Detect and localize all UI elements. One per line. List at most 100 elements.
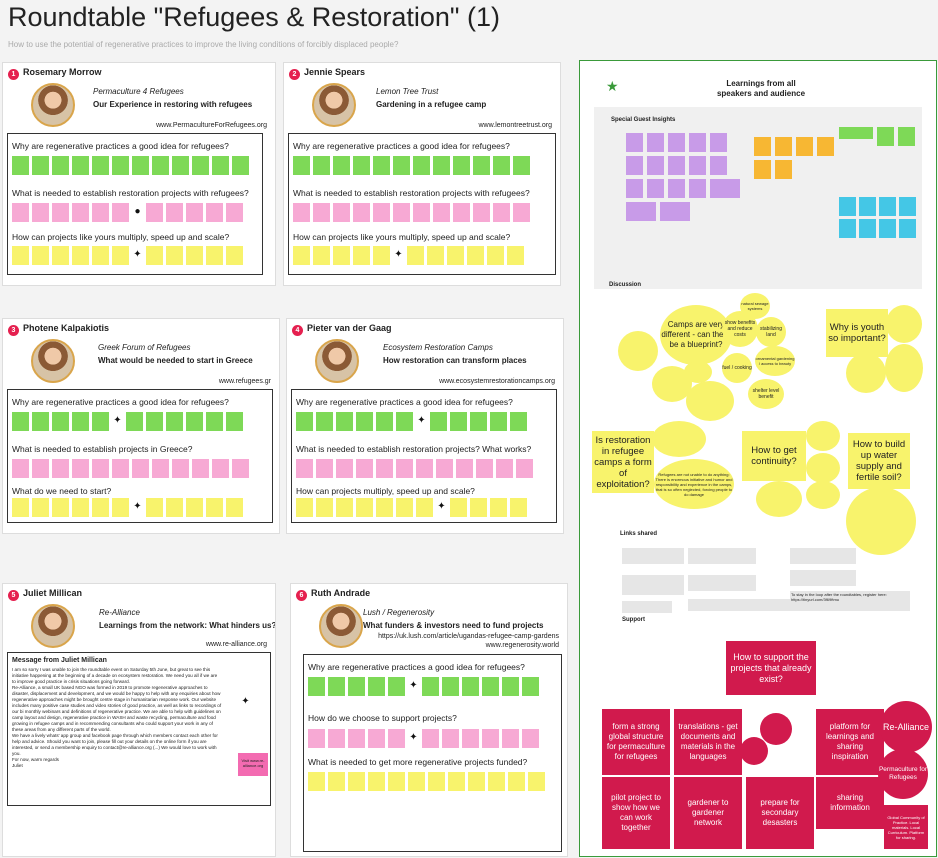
message-body: I am so sorry I was unable to join the r… (12, 667, 222, 768)
organization-name: Permaculture 4 Refugees (93, 87, 184, 96)
person-icon: ✦ (133, 501, 142, 512)
purple-notes-cluster (626, 133, 746, 221)
discussion-note-refugees-capable[interactable]: Refugees are not unable to do anything: … (654, 459, 734, 509)
question-2: What is needed to establish restoration … (296, 444, 532, 454)
org-website[interactable]: www.PermacultureForRefugees.org (156, 122, 267, 129)
message-title: Message from Juliet Millican (12, 657, 107, 664)
shared-link-4[interactable] (622, 575, 684, 595)
organization-name: Lush / Regenerosity (363, 608, 435, 617)
discussion-note-water[interactable]: How to build up water supply and fertile… (848, 433, 910, 489)
support-note-global-community[interactable]: Global Community of Practice. Local mate… (884, 805, 928, 849)
person-icon: ✦ (241, 696, 250, 707)
organization-name: Lemon Tree Trust (376, 87, 439, 96)
sticky-row-yellow: ✦ (12, 246, 243, 265)
discussion-note-shelter[interactable]: shelter level benefit (748, 379, 784, 409)
discussion-note-water-detail (846, 487, 916, 555)
organization-name: Greek Forum of Refugees (98, 343, 191, 352)
discussion-note-youth-detail-2 (846, 353, 886, 393)
person-icon: ✦ (133, 249, 142, 260)
speaker-card-4[interactable]: 4 Pieter van der Gaag Ecosystem Restorat… (286, 318, 564, 534)
discussion-note-fuel[interactable]: fuel / cooking (722, 353, 752, 383)
support-note-sharing-information[interactable]: sharing information (816, 777, 884, 829)
discussion-board: Why are regenerative practices a good id… (288, 133, 556, 275)
discussion-note-blueprint[interactable]: Camps are very different - can there be … (660, 305, 732, 365)
support-label: Support (622, 617, 645, 623)
shared-link-8[interactable] (622, 601, 672, 613)
sticky-row-green: ✦ (308, 677, 539, 696)
speaker-name: Juliet Millican (23, 588, 83, 598)
discussion-board: Why are regenerative practices a good id… (7, 133, 263, 275)
speaker-card-3[interactable]: 3 Photene Kalpakiotis Greek Forum of Ref… (2, 318, 280, 534)
sticky-row-pink (296, 459, 533, 478)
discussion-note-youth-detail (886, 305, 922, 343)
org-website[interactable]: www.regenerosity.world (485, 642, 559, 649)
card-number-badge: 4 (292, 325, 303, 336)
support-note-how-to-support[interactable]: How to support the projects that already… (726, 641, 816, 695)
talk-title: How restoration can transform places (383, 356, 527, 365)
shared-link-1[interactable] (622, 548, 684, 564)
discussion-note-stabilizing[interactable]: stabilizing land (756, 317, 786, 347)
speaker-card-5[interactable]: 5 Juliet Millican Re-Alliance Learnings … (2, 583, 276, 857)
discussion-note-exploitation-2 (652, 421, 706, 457)
question-2: What is needed to establish restoration … (293, 188, 530, 198)
organization-name: Ecosystem Restoration Camps (383, 343, 493, 352)
speaker-avatar (315, 339, 359, 383)
question-2: What is needed to establish projects in … (12, 444, 193, 454)
visit-website-note[interactable]: Visit www.re-alliance.org (238, 753, 268, 776)
org-website[interactable]: www.re-alliance.org (205, 641, 267, 648)
discussion-note-exploitation[interactable]: Is restoration in refugee camps a form o… (592, 431, 654, 493)
sticky-row-yellow: ✦ (12, 498, 243, 517)
discussion-board: Why are regenerative practices a good id… (7, 389, 273, 523)
discussion-label: Discussion (609, 282, 642, 288)
speaker-card-6[interactable]: 6 Ruth Andrade Lush / Regenerosity What … (290, 583, 568, 857)
card-number-badge: 1 (8, 69, 19, 80)
support-note-re-alliance[interactable]: Re-Alliance (880, 701, 932, 753)
question-3: How can projects multiply, speed up and … (296, 486, 475, 496)
card-number-badge: 3 (8, 325, 19, 336)
person-icon: ✦ (437, 501, 446, 512)
question-2: What is needed to establish restoration … (12, 188, 249, 198)
question-3: How can projects like yours multiply, sp… (12, 232, 230, 242)
support-note-pilot-project[interactable]: pilot project to show how we can work to… (602, 777, 670, 849)
learnings-panel: ★ Learnings from all speakers and audien… (579, 60, 937, 857)
shared-link-3[interactable] (790, 548, 856, 564)
card-number-badge: 2 (289, 69, 300, 80)
shared-link-5[interactable] (688, 575, 756, 591)
discussion-note-ornamental[interactable]: ornamental gardening / access to beauty (755, 346, 795, 376)
stay-in-loop-note[interactable]: To stay in the loop after the roundtable… (790, 591, 910, 611)
shared-link-6[interactable] (790, 570, 856, 586)
speaker-name: Photene Kalpakiotis (23, 323, 110, 333)
speaker-card-2[interactable]: 2 Jennie Spears Lemon Tree Trust Gardeni… (283, 62, 561, 286)
person-icon: ✦ (113, 415, 122, 426)
org-website[interactable]: www.lemontreetrust.org (478, 122, 552, 129)
person-icon: ✦ (409, 680, 418, 691)
support-note-gardener-network[interactable]: gardener to gardener network (674, 777, 742, 849)
shared-link-7[interactable] (688, 599, 812, 611)
org-website[interactable]: www.refugees.gr (218, 378, 271, 385)
sticky-row-pink: ✦ (308, 729, 539, 748)
support-note-translations[interactable]: translations - get documents and materia… (674, 709, 742, 775)
discussion-note-continuity-5 (756, 481, 802, 517)
support-note-global-structure[interactable]: form a strong global structure for perma… (602, 709, 670, 775)
support-note-platform[interactable]: platform for learnings and sharing inspi… (816, 709, 884, 775)
article-link[interactable]: https://uk.lush.com/article/ugandas-refu… (378, 633, 559, 640)
support-note-prepare-disasters[interactable]: prepare for secondary desasters (746, 777, 814, 849)
support-note-permaculture-for-refugees[interactable]: Permaculture for Refugees (878, 749, 928, 799)
shared-link-2[interactable] (688, 548, 756, 564)
speaker-name: Rosemary Morrow (23, 67, 102, 77)
discussion-note-continuity-2 (806, 421, 840, 451)
discussion-note-continuity[interactable]: How to get continuity? (742, 431, 806, 481)
talk-title: What would be needed to start in Greece (98, 356, 253, 365)
sticky-row-yellow: ✦ (296, 498, 527, 517)
special-guest-area: Special Guest Insights Discussion (594, 107, 922, 289)
blue-notes-cluster (839, 197, 919, 238)
discussion-note-youth[interactable]: Why is youth so important? (826, 309, 888, 357)
person-icon: ✦ (394, 249, 403, 260)
discussion-board: Why are regenerative practices a good id… (303, 654, 562, 852)
sticky-row-yellow (308, 772, 545, 791)
discussion-note-cluster-d (684, 361, 712, 383)
org-website[interactable]: www.ecosystemrestorationcamps.org (439, 378, 555, 385)
question-1: Why are regenerative practices a good id… (296, 397, 513, 407)
speaker-card-1[interactable]: 1 Rosemary Morrow Permaculture 4 Refugee… (2, 62, 276, 286)
discussion-note-natural-sewage[interactable]: natural sewage systems (740, 293, 770, 319)
